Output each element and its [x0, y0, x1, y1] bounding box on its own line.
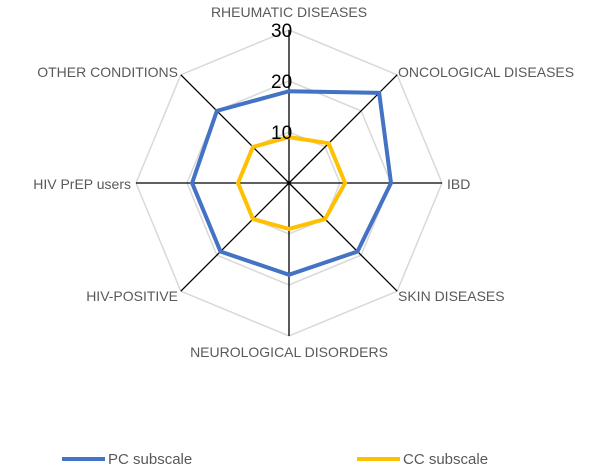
legend-label: CC subscale: [403, 451, 488, 468]
radar-axes: [136, 30, 442, 336]
category-label: HIV-POSITIVE: [86, 288, 178, 304]
legend: PC subscale CC subscale: [62, 451, 488, 468]
category-label: SKIN DISEASES: [398, 288, 505, 304]
axis-spoke-7: [180, 74, 290, 184]
legend-label: PC subscale: [108, 451, 192, 468]
radial-tick-labels: 10 20 30: [271, 21, 292, 144]
category-label: NEUROLOGICAL DISORDERS: [190, 344, 388, 360]
category-label: IBD: [447, 176, 470, 192]
category-labels: RHEUMATIC DISEASES ONCOLOGICAL DISEASES IB…: [33, 4, 574, 360]
radial-tick-label: 10: [271, 123, 292, 144]
series-line-1: [235, 135, 348, 231]
radial-tick-label: 20: [271, 72, 292, 93]
radial-tick-label: 30: [271, 21, 292, 42]
axis-spoke-5: [180, 182, 290, 292]
category-label: ONCOLOGICAL DISEASES: [398, 64, 574, 80]
radar-series: [189, 89, 394, 277]
axis-spoke-3: [288, 182, 398, 292]
category-label: RHEUMATIC DISEASES: [211, 4, 367, 20]
category-label: HIV PrEP users: [33, 176, 131, 192]
series-line-0: [189, 89, 394, 277]
category-label: OTHER CONDITIONS: [37, 64, 178, 80]
